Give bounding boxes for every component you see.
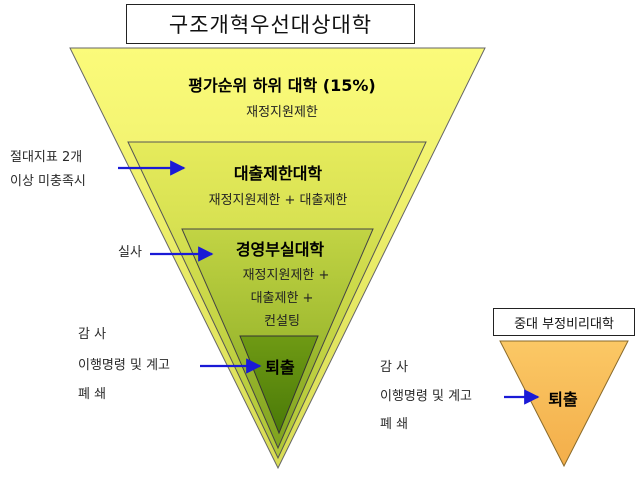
right-closure-label: 폐 쇄 — [380, 417, 409, 432]
criteria-label-line-1: 절대지표 2개 — [10, 150, 83, 165]
corruption-title-box: 중대 부정비리대학 — [493, 308, 635, 336]
left-closure-label: 폐 쇄 — [78, 387, 107, 402]
tier-3-title: 경영부실대학 — [235, 240, 325, 259]
tier-2-subtitle: 재정지원제한 + 대출제한 — [208, 193, 348, 208]
criteria-label-line-2: 이상 미충족시 — [10, 174, 86, 189]
tier-1-title: 평가순위 하위 대학 (15%) — [188, 76, 376, 95]
tier-2-title: 대출제한대학 — [233, 164, 323, 183]
corruption-exit-label: 퇴출 — [548, 390, 578, 409]
main-title: 구조개혁우선대상대학 — [168, 13, 373, 37]
tier-3-subtitle-line-2: 대출제한 + — [250, 291, 314, 306]
tier-1-subtitle: 재정지원제한 — [246, 105, 318, 120]
corruption-title: 중대 부정비리대학 — [514, 316, 614, 332]
tier-3-subtitle-line-1: 재정지원제한 + — [242, 268, 330, 283]
tier-4-title: 퇴출 — [265, 358, 295, 377]
audit-label: 실사 — [118, 245, 142, 260]
left-audit-label: 감 사 — [78, 327, 107, 342]
tier-3-subtitle-line-3: 컨설팅 — [264, 314, 300, 329]
right-audit-label: 감 사 — [380, 360, 409, 375]
right-order-label: 이행명령 및 계고 — [380, 389, 472, 404]
main-title-box: 구조개혁우선대상대학 — [126, 4, 415, 44]
left-order-label: 이행명령 및 계고 — [78, 358, 170, 373]
